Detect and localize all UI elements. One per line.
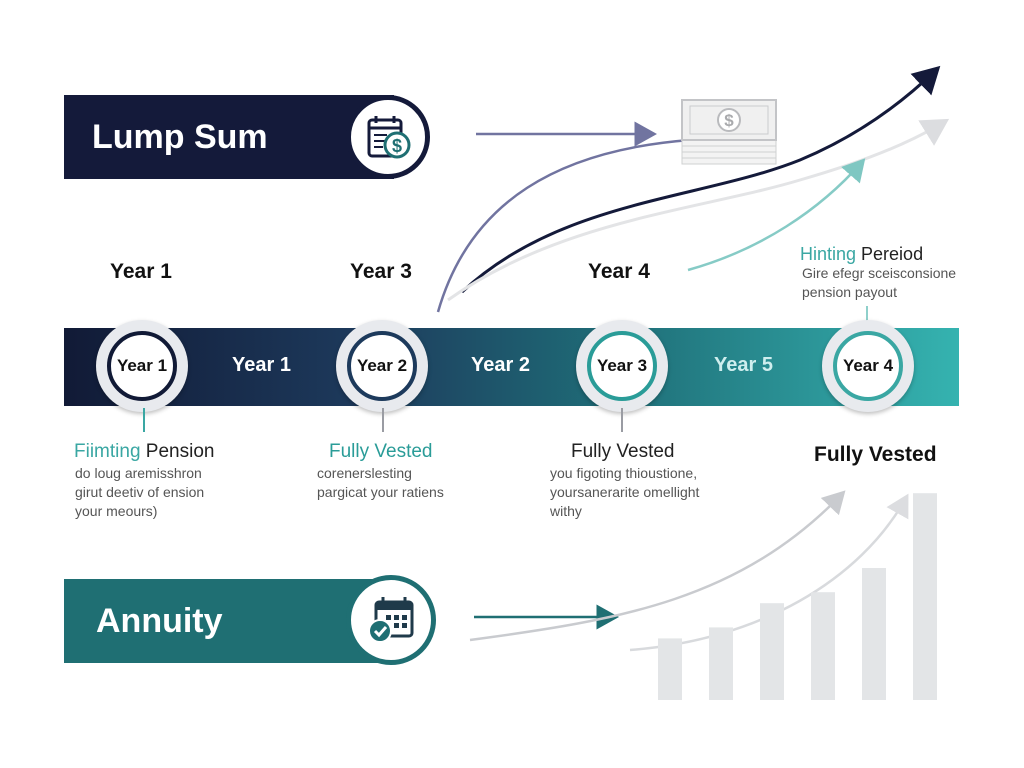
timeline-node-label: Year 2 <box>347 331 417 401</box>
hinting-period-line: pension payout <box>802 284 897 300</box>
description-title-accent: Fully Vested <box>329 441 433 462</box>
timeline-node-label: Year 4 <box>833 331 903 401</box>
timeline-band <box>64 328 959 406</box>
teal-curve <box>687 158 866 272</box>
hinting-period-rest: Pereiod <box>856 244 924 264</box>
growth-bar <box>760 603 784 700</box>
light-gray-curve <box>447 118 950 302</box>
hinting-period-body: Gire efegr sceisconsione pension payout <box>802 264 956 302</box>
top-year-label: Year 1 <box>110 260 172 283</box>
timeline-node: Year 1 <box>96 320 188 412</box>
calendar-dollar-icon: $ <box>367 116 411 159</box>
timeline-stem <box>621 408 623 432</box>
timeline-node: Year 3 <box>576 320 668 412</box>
top-year-label: Year 4 <box>588 260 650 283</box>
navy-growth-curve <box>460 65 941 294</box>
timeline-node: Year 4 <box>822 320 914 412</box>
description-title: Fully Vested <box>814 443 937 467</box>
description-line: pargicat your ratiens <box>317 484 444 500</box>
svg-text:$: $ <box>724 111 734 130</box>
description-body: corenerslesting pargicat your ratiens <box>317 464 444 502</box>
description-line: girut deetiv of ension <box>75 484 205 500</box>
annuity-gray-curve <box>469 490 846 642</box>
description-title-rest: Fully Vested <box>814 443 937 466</box>
annuity-title: Annuity <box>96 601 223 640</box>
timeline-stem <box>143 408 145 432</box>
growth-bar <box>913 493 937 700</box>
growth-bar-chart <box>658 493 937 700</box>
lump-sum-banner: Lump Sum <box>64 95 394 179</box>
description-line: your meours) <box>75 503 158 519</box>
money-stack-icon: $ <box>680 96 780 166</box>
annuity-banner: Annuity <box>64 579 394 663</box>
annuity-icon-circle <box>346 575 436 665</box>
description-line: yoursanerarite omellight <box>550 484 700 500</box>
growth-bar <box>709 627 733 700</box>
hinting-period-title: Hinting Pereiod <box>800 244 923 265</box>
hinting-stem <box>866 306 868 330</box>
description-title: Fully Vested <box>329 441 433 463</box>
timeline-segment-label: Year 5 <box>714 354 773 376</box>
description-line: withy <box>550 503 582 519</box>
description-line: you figoting thioustione, <box>550 465 698 481</box>
description-line: corenerslesting <box>317 465 412 481</box>
description-title: Fiimting Pension <box>74 441 214 463</box>
description-title-rest: Pension <box>140 441 215 462</box>
description-line: do loug aremisshron <box>75 465 202 481</box>
slate-curve <box>436 138 691 313</box>
timeline-node-label: Year 3 <box>587 331 657 401</box>
description-title-accent: Fiimting <box>74 441 141 462</box>
description-title: Fully Vested <box>571 441 675 463</box>
top-year-label: Year 3 <box>350 260 412 283</box>
svg-text:$: $ <box>392 136 402 156</box>
calendar-check-icon <box>368 597 414 643</box>
hinting-period-line: Gire efegr sceisconsione <box>802 265 957 281</box>
lump-sum-icon-circle: $ <box>346 95 430 179</box>
hinting-period-accent: Hinting <box>800 244 857 264</box>
timeline-node: Year 2 <box>336 320 428 412</box>
description-body: do loug aremisshron girut deetiv of ensi… <box>75 464 204 521</box>
timeline-segment-label: Year 1 <box>232 354 291 376</box>
timeline-segment-label: Year 2 <box>471 354 530 376</box>
description-title-rest: Fully Vested <box>571 441 675 462</box>
timeline-stem <box>382 408 384 432</box>
growth-bar <box>862 568 886 700</box>
description-body: you figoting thioustione, yoursanerarite… <box>550 464 699 521</box>
timeline-node-label: Year 1 <box>107 331 177 401</box>
growth-bar <box>811 592 835 700</box>
growth-bar <box>658 638 682 700</box>
lump-sum-title: Lump Sum <box>92 117 268 156</box>
